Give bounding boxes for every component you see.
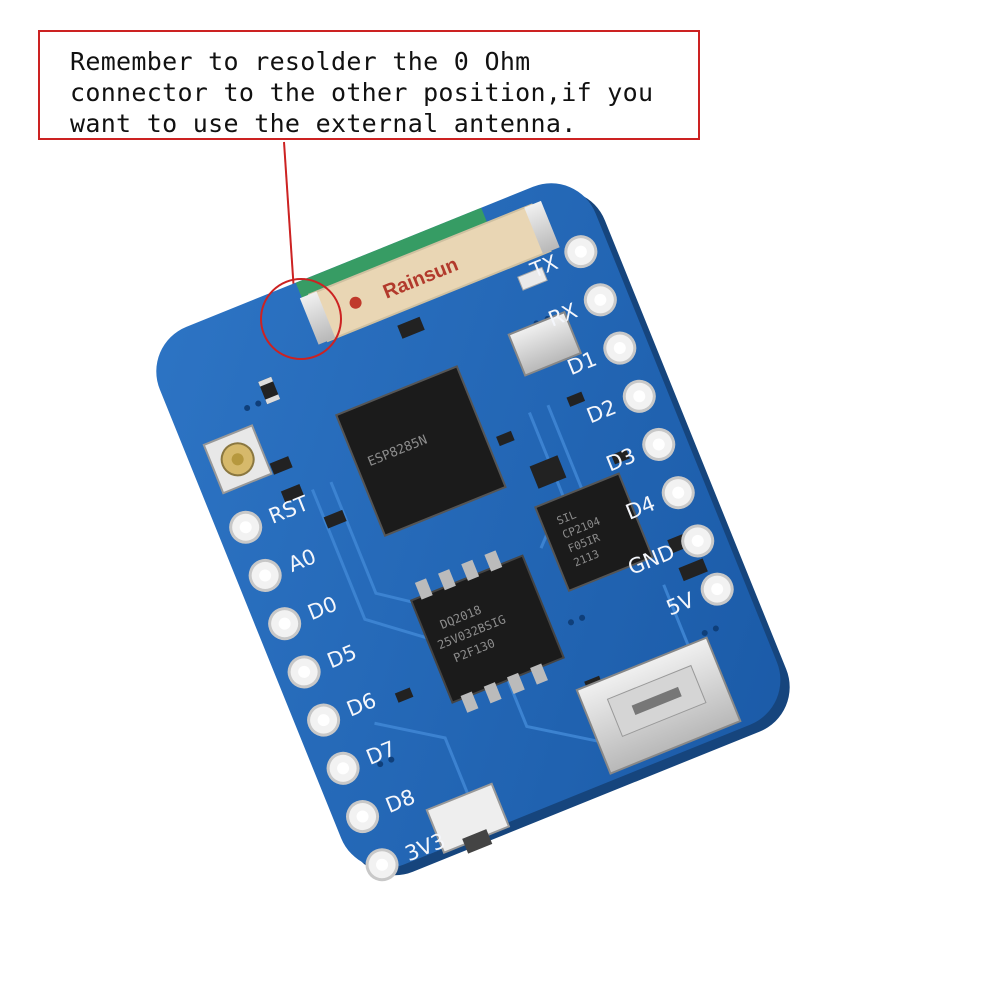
left-pad-hole xyxy=(259,569,272,582)
status-led xyxy=(517,266,548,291)
right-pad-hole xyxy=(652,438,665,451)
left-pad-hole xyxy=(356,810,369,823)
right-pad-hole xyxy=(691,534,704,547)
zero-ohm-resistor xyxy=(258,376,281,405)
callout-text: Remember to resolder the 0 Ohm connector… xyxy=(70,46,653,139)
reset-button[interactable] xyxy=(425,782,513,862)
right-pad-hole xyxy=(633,390,646,403)
left-pad-hole xyxy=(376,858,389,871)
callout-line-3: want to use the external antenna. xyxy=(70,109,577,138)
crystal xyxy=(507,310,583,377)
left-pad-hole xyxy=(278,617,291,630)
pcb-board: Rainsun ESP8285N xyxy=(156,183,790,882)
right-pad-hole xyxy=(613,342,626,355)
left-pad-hole xyxy=(298,665,311,678)
micro-usb-port xyxy=(575,636,742,775)
flash-chip: DQ2018 25V032BSIG P2F130 xyxy=(409,550,565,713)
right-pad-hole xyxy=(711,583,724,596)
esp-chip: ESP8285N xyxy=(334,365,507,537)
highlight-circle xyxy=(260,278,342,360)
left-pad-hole xyxy=(239,521,252,534)
right-pad-hole xyxy=(574,245,587,258)
left-pad-hole xyxy=(337,762,350,775)
left-pad-hole xyxy=(317,714,330,727)
right-pad-hole xyxy=(594,293,607,306)
right-pad-hole xyxy=(672,486,685,499)
callout-line-2: connector to the other position,if you xyxy=(70,78,654,107)
ufl-connector xyxy=(202,424,273,495)
usb-uart-chip: SIL CP2104 F05IR 2113 xyxy=(534,472,654,593)
callout-pointer-line xyxy=(283,141,295,293)
callout-line-1: Remember to resolder the 0 Ohm xyxy=(70,47,531,76)
annotation-callout: Remember to resolder the 0 Ohm connector… xyxy=(38,30,700,140)
